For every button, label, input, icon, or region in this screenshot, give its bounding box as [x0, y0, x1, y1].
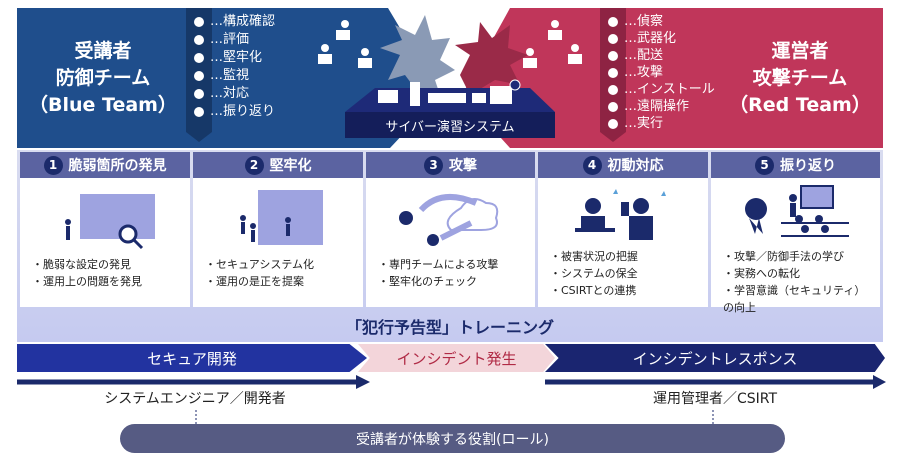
task-item: …振り返り	[194, 103, 275, 121]
red-burst-icon	[455, 22, 528, 95]
step-point: セキュアシステム化	[205, 256, 314, 273]
red-team-line: （Red Team）	[729, 94, 871, 116]
step-card: 3 攻撃 専門チームによる攻撃堅牢化のチェック	[366, 152, 535, 307]
wall-magnifier-icon	[65, 194, 155, 250]
step-card: 2 堅牢化 セキュアシステム化運用の是正を提案	[193, 152, 363, 307]
step-card: 4 初動対応 被害状況の把握システムの保全CSIRTとの連携	[538, 152, 708, 307]
task-item: …評価	[194, 31, 275, 49]
step-point: 運用の是正を提案	[205, 273, 314, 290]
phase-incident: インシデント発生	[358, 344, 555, 372]
blue-team-line: 受講者	[74, 40, 132, 62]
blue-team-tasks: …構成確認 …評価 …堅牢化 …監視 …対応 …振り返り	[194, 13, 275, 121]
role-caption: 受講者が体験する役割(ロール)	[120, 424, 785, 453]
task-item: …偵察	[608, 13, 715, 30]
training-title: 「犯行予告型」トレーニング	[345, 318, 554, 337]
wall-building-icon	[240, 190, 323, 245]
red-team-title: 運営者 攻撃チーム （Red Team）	[720, 38, 880, 119]
step-title: 脆弱箇所の発見	[68, 158, 167, 174]
server-icons	[378, 79, 521, 106]
step-point: 堅牢化のチェック	[378, 273, 498, 290]
step-number: 4	[582, 155, 602, 175]
blue-team-line: （Blue Team）	[29, 94, 177, 116]
role-arrows	[17, 375, 886, 427]
phase-secure-development: セキュア開発	[17, 344, 367, 372]
task-item: …遠隔操作	[608, 98, 715, 115]
step-point: CSIRTとの連携	[550, 282, 638, 299]
blue-burst-icon	[380, 15, 455, 95]
step-number: 2	[244, 155, 264, 175]
task-item: …インストール	[608, 81, 715, 98]
step-number: 5	[755, 155, 774, 175]
step-point: 攻撃／防御手法の学び	[723, 248, 873, 265]
red-team-line: 攻撃チーム	[752, 67, 848, 89]
step-title: 初動対応	[607, 158, 664, 174]
red-team-tasks: …偵察 …武器化 …配送 …攻撃 …インストール …遠隔操作 …実行	[608, 13, 715, 132]
training-review-icon	[745, 185, 849, 237]
task-item: …堅牢化	[194, 49, 275, 67]
task-item: …攻撃	[608, 64, 715, 81]
step-point: 被害状況の把握	[550, 248, 638, 265]
step-title: 堅牢化	[269, 158, 312, 174]
task-item: …配送	[608, 47, 715, 64]
step-point: 学習意識（セキュリティ）の向上	[723, 282, 873, 316]
step-title: 攻撃	[449, 158, 477, 174]
system-label: サイバー演習システム	[385, 119, 515, 135]
role-engineer: システムエンジニア／開発者	[104, 391, 286, 407]
incident-response-icon	[575, 189, 666, 240]
phase-incident-response: インシデントレスポンス	[545, 344, 885, 372]
step-card: 5 振り返り 攻撃／防御手法の学び実務への転化学習意識（セキュリティ）の向上	[711, 152, 880, 314]
users-icon	[318, 20, 582, 68]
task-item: …構成確認	[194, 13, 275, 31]
task-item: …対応	[194, 85, 275, 103]
step-point: 運用上の問題を発見	[32, 273, 142, 290]
cloud-virus-attack-icon	[399, 193, 499, 246]
red-team-line: 運営者	[771, 40, 829, 62]
step-point: 脆弱な設定の発見	[32, 256, 142, 273]
task-item: …監視	[194, 67, 275, 85]
task-item: …実行	[608, 115, 715, 132]
role-csirt: 運用管理者／CSIRT	[652, 391, 778, 407]
step-point: システムの保全	[550, 265, 638, 282]
step-title: 振り返り	[780, 158, 836, 174]
blue-team-line: 防御チーム	[55, 67, 151, 89]
step-number: 1	[43, 155, 63, 175]
step-point: 専門チームによる攻撃	[378, 256, 498, 273]
task-item: …武器化	[608, 30, 715, 47]
blue-team-title: 受講者 防御チーム （Blue Team）	[20, 38, 186, 119]
step-number: 3	[424, 155, 443, 175]
step-point: 実務への転化	[723, 265, 873, 282]
step-card: 1 脆弱箇所の発見 脆弱な設定の発見運用上の問題を発見	[20, 152, 190, 307]
